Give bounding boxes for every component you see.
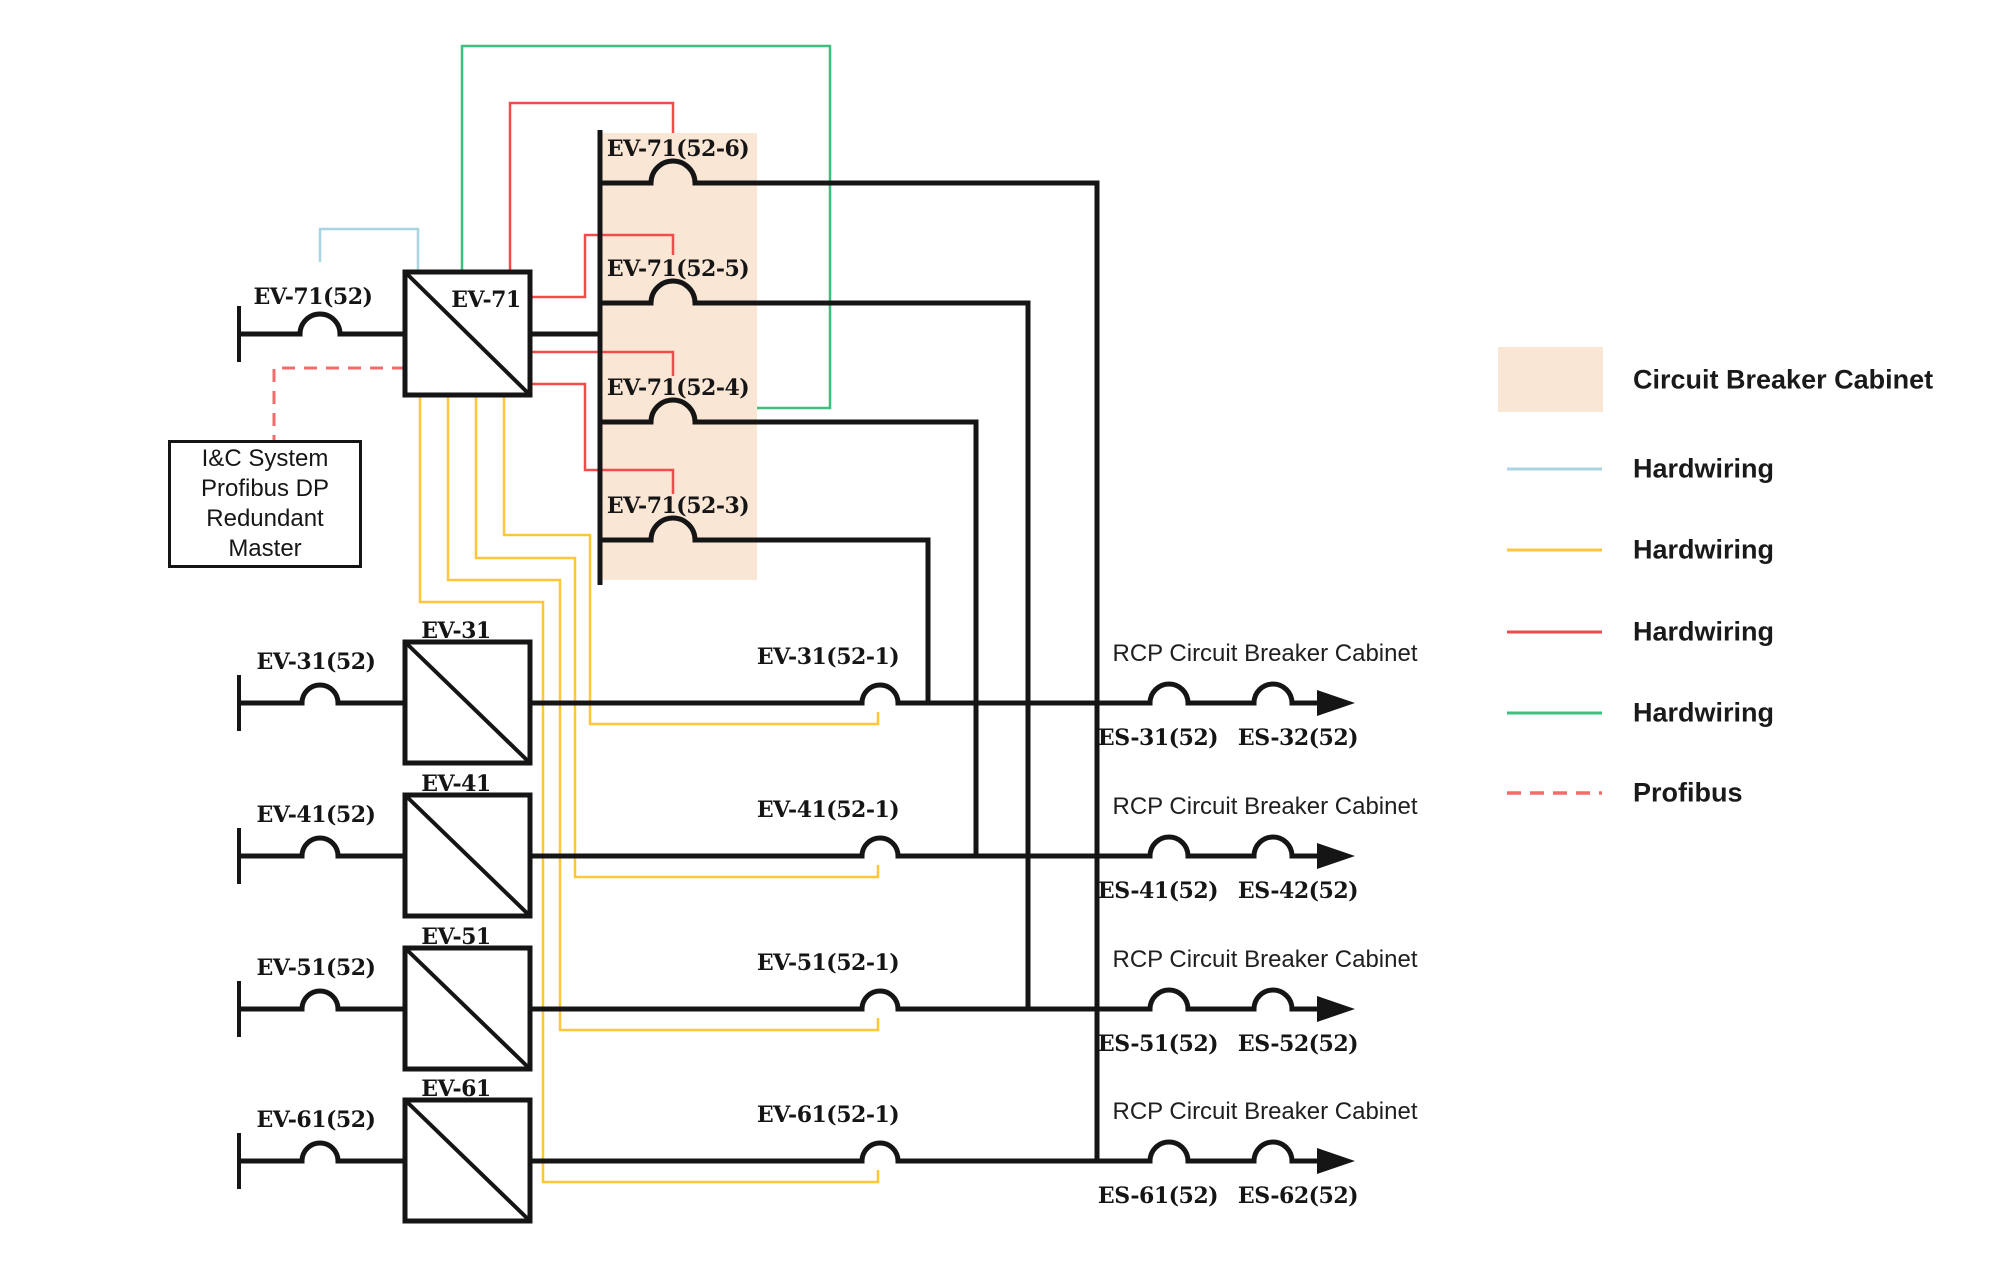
hardwiring-red-wire-52-4 <box>530 350 675 376</box>
ev61-arrow-head <box>1317 1148 1355 1174</box>
legend-hardwiring-yellow-label: Hardwiring <box>1633 534 1775 565</box>
breaker-ev71-52-5-line <box>600 278 1031 1009</box>
ev41-bus-line <box>530 834 1320 859</box>
ev41-arrow-head <box>1317 843 1355 869</box>
ev31-arrow-head <box>1317 690 1355 716</box>
ev41-transformer-diagonal <box>403 793 532 918</box>
hardwiring-red-wire-52-5 <box>530 233 675 299</box>
ev31-rcp-cabinet-label: RCP Circuit Breaker Cabinet <box>1112 640 1418 667</box>
breaker-ev71-52-4-line <box>600 397 979 856</box>
legend-cabinet-swatch <box>1498 347 1603 412</box>
ic-system-line4: Master <box>228 535 302 562</box>
cabinet-breaker-label-52-4: EV-71(52-4) <box>606 375 750 401</box>
legend-cabinet-label: Circuit Breaker Cabinet <box>1633 364 1934 395</box>
es52-label: ES-52(52) <box>1237 1031 1359 1057</box>
ev31-feeder-label: EV-31(52) <box>256 649 376 675</box>
profibus-wire <box>272 366 405 440</box>
hardwiring-red-wire-52-6 <box>508 101 675 272</box>
ev31-branch-breaker-label: EV-31(52-1) <box>756 644 900 670</box>
ev51-feeder-breaker-line <box>239 988 405 1012</box>
ev61-bus-line <box>530 1139 1320 1164</box>
ic-system-line2: Profibus DP <box>200 475 330 502</box>
ev31-bus-line <box>530 681 1320 706</box>
legend-hardwiring-blue-label: Hardwiring <box>1633 453 1775 484</box>
hardwiring-red-wire-52-3 <box>530 382 675 494</box>
hardwiring-yellow-wire-ev41 <box>474 395 880 879</box>
es62-label: ES-62(52) <box>1237 1183 1359 1209</box>
ev31-feeder-breaker-line <box>239 682 405 706</box>
breaker-ev71-52-6-line <box>600 158 1100 1161</box>
legend-hardwiring-red-label: Hardwiring <box>1633 616 1775 647</box>
breaker-ev71-52-3-line <box>600 515 931 703</box>
ev51-box-label: EV-51 <box>421 924 491 950</box>
ev61-feeder-breaker-line <box>239 1140 405 1164</box>
ev41-box-label: EV-41 <box>421 771 491 797</box>
legend-hardwiring-green-label: Hardwiring <box>1633 697 1775 728</box>
hardwiring-green-wire <box>460 44 832 410</box>
es41-label: ES-41(52) <box>1097 878 1219 904</box>
ev41-rcp-cabinet-label: RCP Circuit Breaker Cabinet <box>1112 793 1418 820</box>
ic-system-line1: I&C System <box>201 445 329 472</box>
ev31-transformer-diagonal <box>403 640 532 765</box>
cabinet-breaker-label-52-3: EV-71(52-3) <box>606 493 750 519</box>
ev61-feeder-label: EV-61(52) <box>256 1107 376 1133</box>
ev51-rcp-cabinet-label: RCP Circuit Breaker Cabinet <box>1112 946 1418 973</box>
ev71-feeder-breaker-line <box>239 311 405 337</box>
ev61-rcp-cabinet-label: RCP Circuit Breaker Cabinet <box>1112 1098 1418 1125</box>
es51-label: ES-51(52) <box>1097 1031 1219 1057</box>
circuit-breaker-cabinet-area <box>600 133 757 580</box>
ev61-branch-breaker-label: EV-61(52-1) <box>756 1102 900 1128</box>
cabinet-breaker-label-52-5: EV-71(52-5) <box>606 256 750 282</box>
es42-label: ES-42(52) <box>1237 878 1359 904</box>
hardwiring-yellow-wire-ev51 <box>446 395 880 1032</box>
legend-profibus-label: Profibus <box>1633 777 1743 808</box>
ev31-box-label: EV-31 <box>421 618 491 644</box>
cabinet-breaker-label-52-6: EV-71(52-6) <box>606 136 750 162</box>
ev41-feeder-breaker-line <box>239 835 405 859</box>
ev51-branch-breaker-label: EV-51(52-1) <box>756 950 900 976</box>
ev61-box-label: EV-61 <box>421 1076 491 1102</box>
ev71-transformer-diagonal <box>403 270 532 397</box>
es32-label: ES-32(52) <box>1237 725 1359 751</box>
ic-system-line3: Redundant <box>206 505 324 532</box>
ev51-transformer-diagonal <box>403 946 532 1071</box>
ev41-branch-breaker-label: EV-41(52-1) <box>756 797 900 823</box>
ev71-feeder-label: EV-71(52) <box>253 284 373 310</box>
ic-system-box: I&C System Profibus DP Redundant Master <box>168 440 362 568</box>
hardwiring-yellow-wire-ev31 <box>502 395 880 726</box>
ev51-arrow-head <box>1317 996 1355 1022</box>
hardwiring-blue-wire <box>318 227 420 272</box>
ev61-transformer-diagonal <box>403 1098 532 1223</box>
es31-label: ES-31(52) <box>1097 725 1219 751</box>
hardwiring-yellow-wire-ev61 <box>418 395 880 1184</box>
ev51-feeder-label: EV-51(52) <box>256 955 376 981</box>
ev71-box-label: EV-71 <box>451 287 521 313</box>
es61-label: ES-61(52) <box>1097 1183 1219 1209</box>
ev41-feeder-label: EV-41(52) <box>256 802 376 828</box>
ev51-bus-line <box>530 987 1320 1012</box>
